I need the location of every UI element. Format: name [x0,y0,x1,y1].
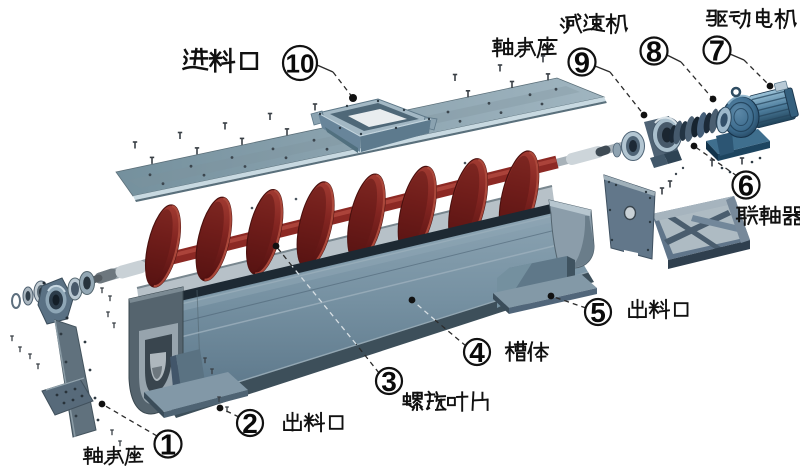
svg-text:9: 9 [574,47,590,79]
svg-text:5: 5 [590,297,606,328]
svg-text:1: 1 [160,429,176,461]
svg-text:4: 4 [469,337,485,368]
svg-text:8: 8 [646,36,662,68]
svg-text:3: 3 [381,366,397,397]
svg-text:7: 7 [709,35,725,67]
svg-text:2: 2 [242,408,258,439]
svg-text:10: 10 [286,48,315,78]
svg-text:6: 6 [738,170,754,202]
